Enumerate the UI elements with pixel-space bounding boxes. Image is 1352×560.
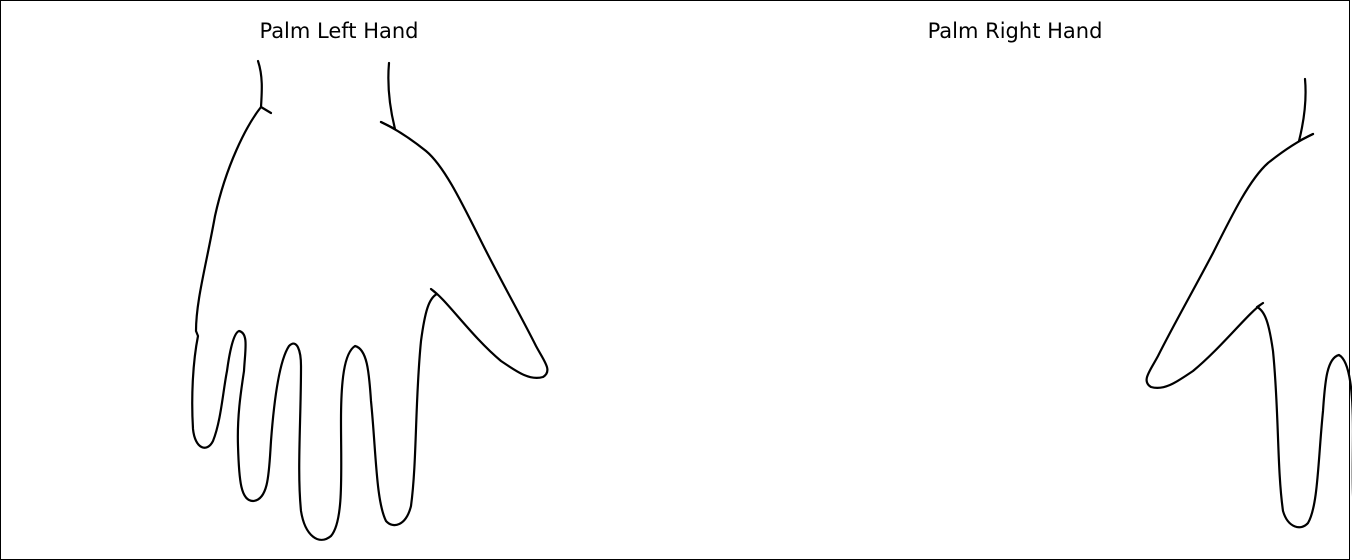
- right-palm-wrist-right: [1299, 79, 1313, 141]
- left-palm-wrist-right: [381, 63, 395, 129]
- left-palm-wrist-left: [258, 61, 271, 113]
- left-palm-outline-path: [192, 107, 547, 540]
- right-palm-outline: [677, 1, 1352, 554]
- left-palm-outline: [1, 1, 677, 554]
- right-hand-panel: Palm Right Hand: [677, 1, 1352, 554]
- left-hand-panel: Palm Left Hand: [1, 1, 677, 554]
- right-palm-outline-path: [1147, 125, 1352, 542]
